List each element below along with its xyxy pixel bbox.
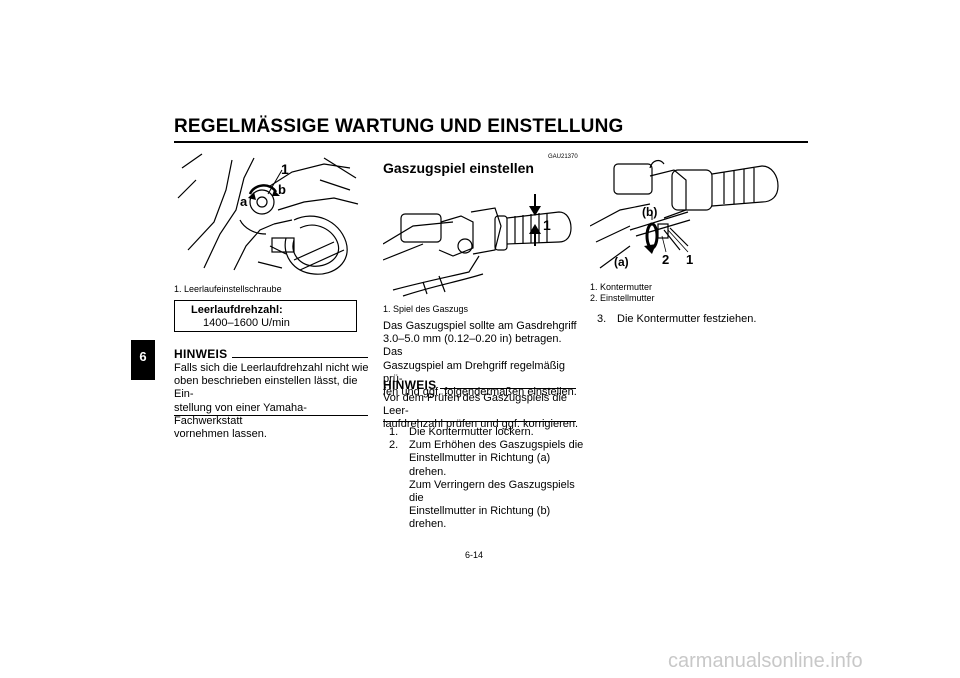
step-text: Zum Erhöhen des Gaszugspiels die — [409, 439, 584, 452]
text-line: Das Gaszugspiel sollte am Gasdrehgriff — [383, 320, 577, 332]
step-text: Einstellmutter in Richtung (b) drehen. — [409, 505, 551, 531]
page-title: REGELMÄSSIGE WARTUNG UND EINSTELLUNG — [174, 116, 624, 137]
step-number: 3. — [597, 313, 607, 325]
caption-item: 1. Spiel des Gaszugs — [383, 304, 469, 314]
left-note-text: Falls sich die Leerlaufdrehzahl nicht wi… — [174, 362, 374, 441]
text-line: oben beschrieben einstellen lässt, die E… — [174, 375, 358, 401]
step-number: 1. — [389, 426, 399, 438]
fig1-callout-1: 1 — [281, 161, 289, 177]
throttle-play-paragraph: Das Gaszugspiel sollte am Gasdrehgriff 3… — [383, 320, 583, 399]
watermark: carmanualsonline.info — [668, 650, 863, 672]
step-text: Zum Verringern des Gaszugspiels die — [409, 478, 575, 505]
left-note-heading: HINWEIS — [174, 347, 228, 361]
text-line: vornehmen lassen. — [174, 428, 267, 441]
page-number: 6-14 — [465, 550, 484, 560]
step-number: 2. — [389, 439, 399, 452]
middle-note-heading: HINWEIS — [383, 378, 437, 392]
note-rule-bottom — [383, 421, 576, 422]
title-rule — [174, 141, 808, 143]
adjusting-nut-illustration: (b) (a) 2 1 — [590, 150, 780, 278]
middle-figure-caption: 1. Spiel des Gaszugs — [383, 304, 468, 315]
step-text: Einstellmutter in Richtung (a) drehen. — [409, 452, 551, 478]
note-rule-top — [440, 388, 576, 389]
right-steps-list: 3. Die Kontermutter festziehen. — [597, 313, 797, 326]
text-line: Vor dem Prüfen des Gaszugspiels die Leer… — [383, 392, 568, 418]
fig2-callout-1: 1 — [543, 217, 551, 233]
throttle-grip-illustration: 1 — [383, 186, 573, 298]
text-line: stellung von einer Yamaha-Fachwerkstatt — [174, 401, 307, 427]
list-item: 2. Zum Erhöhen des Gaszugspiels die Eins… — [389, 439, 589, 531]
caption-item: 1. Leerlaufeinstellschraube — [174, 284, 282, 294]
text-line: 3.0–5.0 mm (0.12–0.20 in) betragen. Das — [383, 333, 562, 359]
list-item: 1. Die Kontermutter lockern. — [389, 426, 589, 439]
spec-label: Leerlaufdrehzahl: — [191, 304, 283, 316]
left-figure-caption: 1. Leerlaufeinstellschraube — [174, 284, 282, 295]
chapter-tab: 6 — [131, 340, 155, 380]
right-figure-caption: 1. Kontermutter 2. Einstellmutter — [590, 282, 655, 304]
idle-speed-spec-box: Leerlaufdrehzahl: 1400–1600 U/min — [174, 300, 357, 332]
step-text: Die Kontermutter lockern. — [409, 426, 534, 438]
text-line: Gaszugspiel am Drehgriff regelmäßig prü- — [383, 359, 565, 385]
fig1-label-a: a — [240, 194, 248, 209]
throttle-body-illustration: 1 a b — [174, 150, 364, 280]
caption-item: 1. Kontermutter — [590, 282, 653, 292]
spec-value: 1400–1600 U/min — [203, 317, 290, 329]
fig3-label-b: (b) — [642, 205, 657, 219]
section-code: GAU21370 — [548, 154, 578, 160]
fig3-callout-2: 2 — [662, 252, 669, 267]
text-line: Falls sich die Leerlaufdrehzahl nicht wi… — [174, 362, 369, 374]
list-item: 3. Die Kontermutter festziehen. — [597, 313, 797, 326]
fig3-label-a: (a) — [614, 255, 629, 269]
caption-item: 2. Einstellmutter — [590, 293, 655, 303]
note-rule-bottom — [174, 415, 368, 416]
step-text: Die Kontermutter festziehen. — [617, 313, 757, 325]
middle-steps-list: 1. Die Kontermutter lockern. 2. Zum Erhö… — [389, 426, 589, 532]
fig1-label-b: b — [278, 182, 286, 197]
section-heading: Gaszugspiel einstellen — [383, 160, 534, 176]
note-rule-top — [232, 357, 368, 358]
text-line: fen und ggf. folgendermaßen einstellen. — [383, 386, 577, 399]
fig3-callout-1: 1 — [686, 252, 693, 267]
